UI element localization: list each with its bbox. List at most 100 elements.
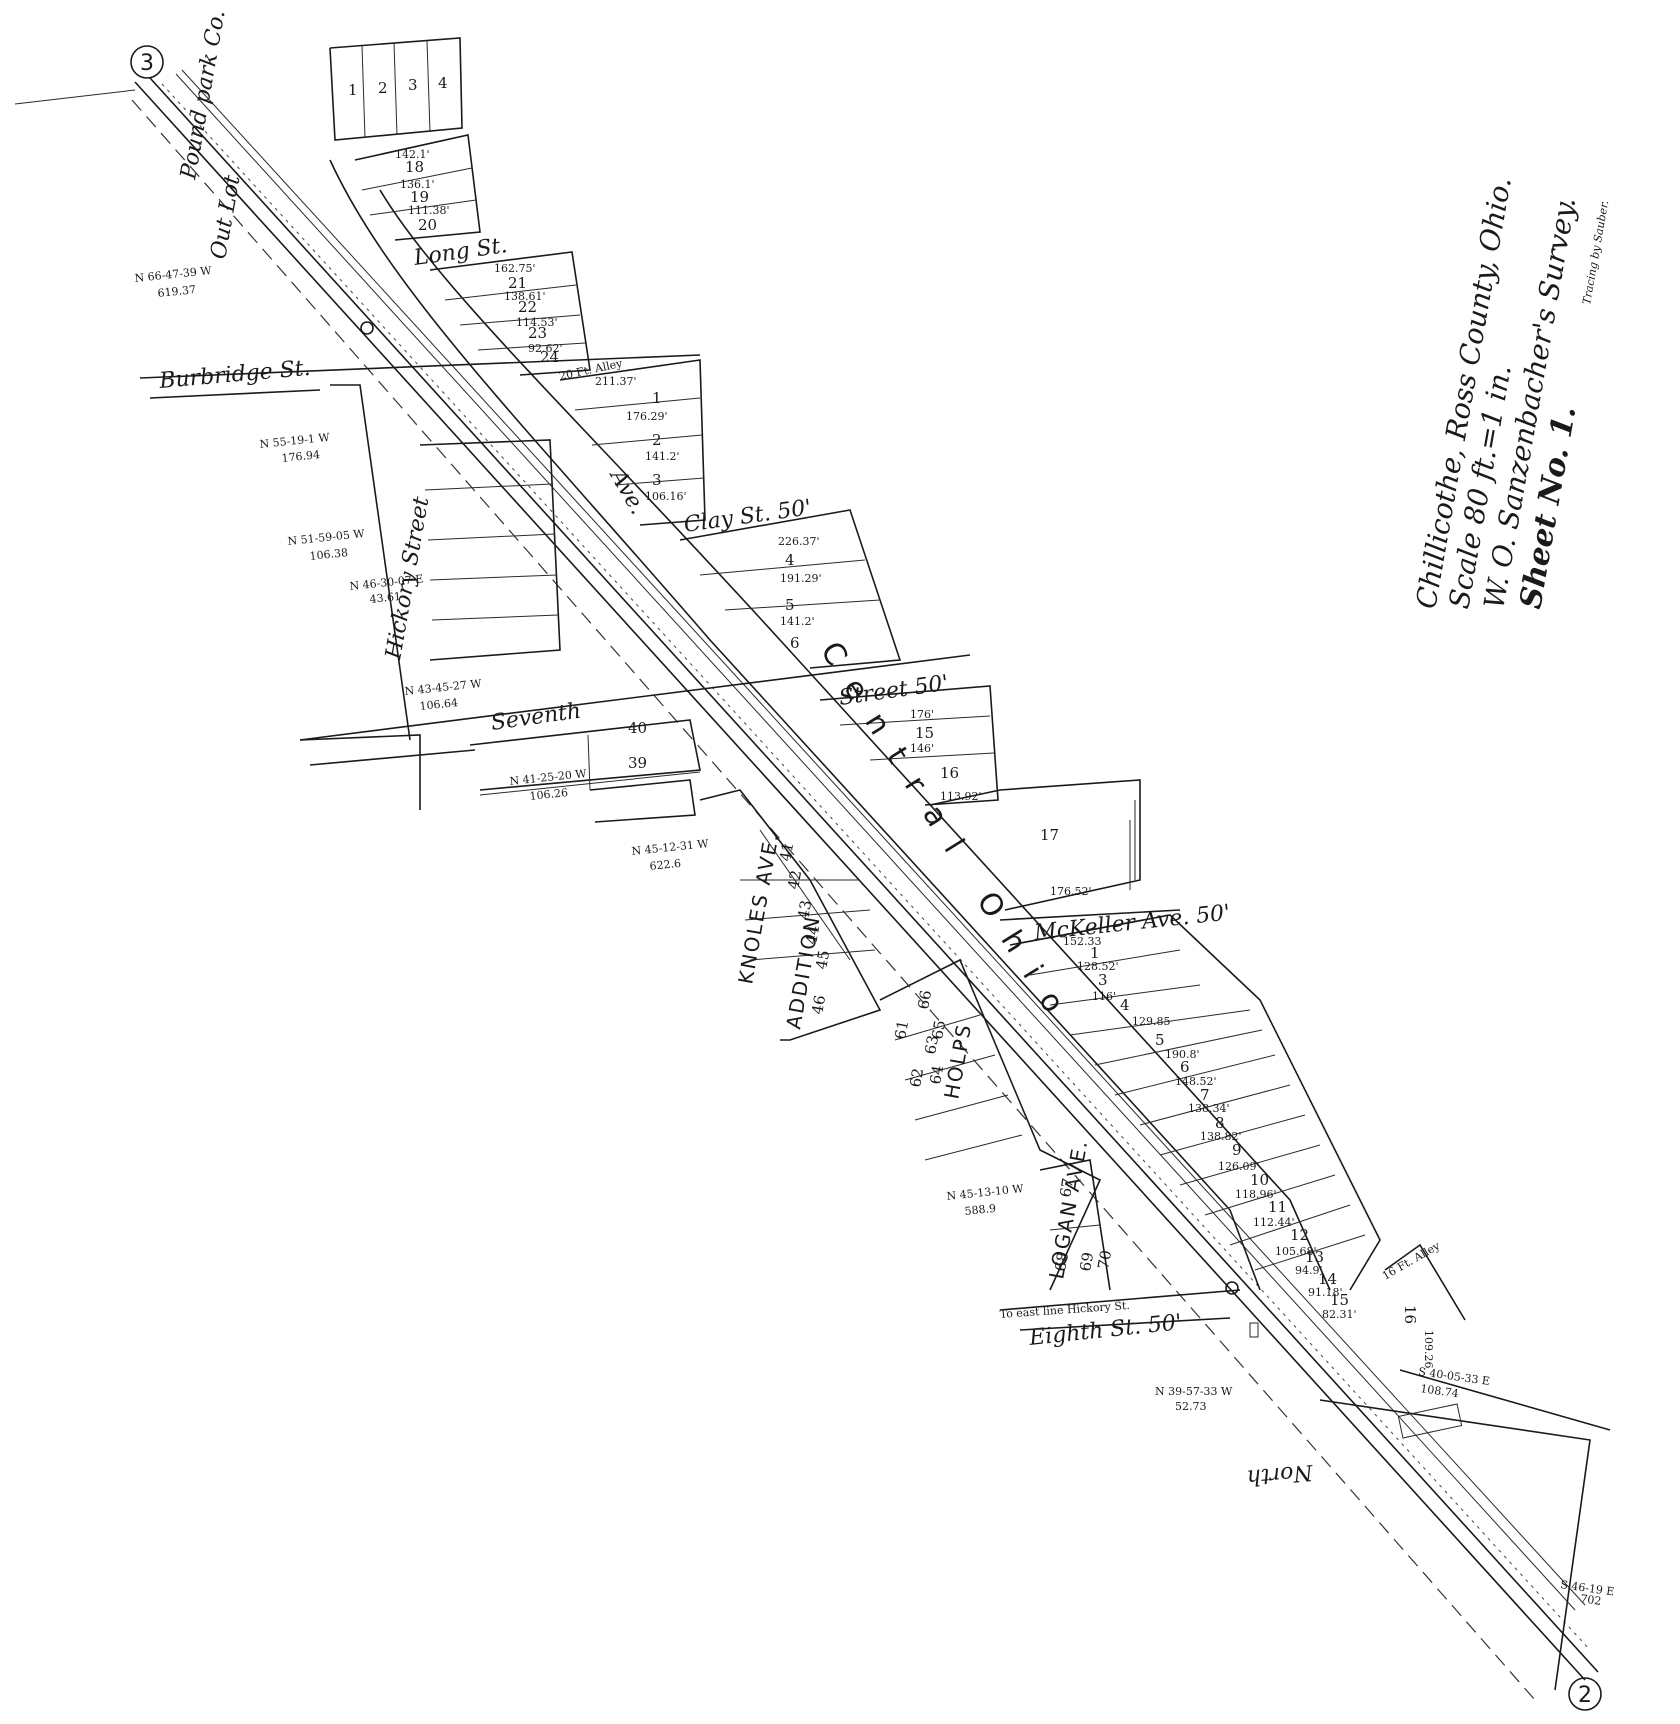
lot-dim: 114.53'	[516, 316, 558, 329]
lot-label: 2	[652, 431, 662, 449]
lot-dim: 142.1'	[395, 148, 430, 161]
bearing-dist: 622.6	[649, 857, 682, 873]
lot-dim: 141.2'	[645, 450, 680, 463]
street-seventh: Seventh	[489, 699, 582, 736]
lot-dim: 148.52'	[1175, 1075, 1217, 1088]
lot-label: 69	[1076, 1251, 1097, 1273]
central-ohio-road	[329, 159, 1331, 1291]
lot-dim: 211.37'	[595, 375, 637, 388]
lot-dim: 138.61'	[504, 290, 546, 303]
label-out-lot: Out Lot	[206, 173, 245, 261]
lot-label: 4	[438, 74, 448, 92]
lot-label: 12	[1290, 1226, 1309, 1244]
lot-label: 63	[921, 1034, 942, 1056]
lot-label: 67	[1056, 1177, 1077, 1199]
lot-dim: 162.75'	[494, 262, 536, 275]
lot-dim: 176.29'	[626, 410, 668, 423]
lot-label: 4	[1120, 996, 1130, 1014]
lot-label: 20	[418, 216, 437, 234]
lot-label: 1	[348, 81, 358, 99]
lot-label: 41	[776, 841, 797, 863]
block-lots-21-24	[429, 251, 591, 376]
lot-dim: 92.62'	[528, 342, 563, 355]
lot-dim: 138.34'	[1188, 1102, 1230, 1115]
lot-dim: 191.29'	[780, 572, 822, 585]
lot-label: 42	[784, 869, 805, 891]
lot-label: 44	[802, 924, 823, 946]
lot-label: 13	[1305, 1248, 1324, 1266]
title-credit: Tracing by Sauber.	[1580, 199, 1611, 305]
block-street-15-17	[819, 685, 1141, 911]
label-north: North	[1246, 1459, 1315, 1490]
lot-label: 5	[785, 596, 795, 614]
bearing-dist: 106.64	[419, 696, 459, 713]
lot-label: 68	[1051, 1251, 1072, 1273]
bearing-label: N 39-57-33 W	[1155, 1385, 1233, 1398]
lot-dim: 111.38'	[408, 204, 450, 217]
lot-label: 9	[1232, 1141, 1242, 1159]
lot-label: 17	[1040, 826, 1059, 844]
lot-dim: 116'	[1092, 990, 1116, 1003]
sheet-marker-start-label: 3	[140, 51, 154, 76]
lots-knoles: 41 42 43 44 45 46	[776, 841, 833, 1016]
bearing-label: N 66-47-39 W	[134, 264, 213, 285]
bearing-label: N 45-12-31 W	[631, 837, 710, 858]
bearing-label: N 43-45-27 W	[404, 677, 483, 698]
block-clay-1-6	[559, 359, 902, 669]
bearing-dist: 106.26	[529, 786, 569, 803]
lot-dim: 176'	[910, 708, 934, 721]
street-alley-16: 16 Ft. Alley	[1380, 1239, 1443, 1283]
lot-label: 6	[1180, 1058, 1190, 1076]
bearing-dist: 106.38	[309, 546, 349, 563]
bearing-dist: 619.37	[157, 283, 197, 300]
lot-dim: 138.82'	[1200, 1130, 1242, 1143]
lot-label: 1	[652, 389, 662, 407]
lot-dim: 152.33	[1063, 935, 1102, 948]
lot-dim: 129.85	[1132, 1015, 1171, 1028]
lot-label: 22	[518, 298, 537, 316]
lots-upper-left: 1 2 3 4 18 142.1' 19 136.1' 20 111.38' 2…	[348, 74, 563, 366]
lot-dim: 126.09'	[1218, 1160, 1260, 1173]
lot-dim: 176.52'	[1050, 885, 1092, 898]
lot-label: 1	[1090, 944, 1100, 962]
label-pound-park: Pound park Co.	[176, 8, 231, 182]
lots-street: 176' 15 146' 16 113.92' 17 176.52'	[910, 708, 1092, 898]
lot-dim: 141.2'	[780, 615, 815, 628]
lots-holps: 61 62 63 64 65 66 67 68 69 70	[891, 989, 1115, 1273]
lot-label: 4	[785, 551, 795, 569]
railroad-corridor	[14, 69, 1599, 1701]
bearing-label: N 45-13-10 W	[946, 1182, 1025, 1203]
lot-label: 14	[1318, 1270, 1337, 1288]
lot-dim: 136.1'	[400, 178, 435, 191]
lot-dim: 146'	[910, 742, 934, 755]
lot-dim: 128.52'	[1077, 960, 1119, 973]
lot-dim: 113.92'	[940, 790, 982, 803]
lot-label: 2	[378, 79, 388, 97]
bearing-dist: 52.73	[1175, 1400, 1207, 1413]
lot-label: 19	[410, 188, 429, 206]
lot-label: 18	[405, 158, 424, 176]
sheet-marker-start: 3	[130, 45, 164, 79]
sheet-marker-end: 2	[1568, 1677, 1602, 1711]
lot-label: 15	[1330, 1291, 1349, 1309]
cross-streets	[139, 354, 1611, 1691]
bearing-dist: 702	[1580, 1592, 1603, 1608]
lots-mckeller: 152.33 1 128.52' 3 116' 4 129.85 5 190.8…	[1063, 935, 1435, 1369]
lot-label: 11	[1268, 1198, 1287, 1216]
lot-label: 62	[906, 1067, 927, 1089]
bearing-label: N 51-59-05 W	[287, 527, 366, 548]
street-knoles: KNOLES AVE.	[733, 830, 783, 986]
bearing-dist: 588.9	[964, 1202, 997, 1218]
control-points	[360, 321, 1463, 1439]
lots-clay: 211.37' 1 176.29' 2 141.2' 3 106.16' 226…	[595, 375, 822, 652]
lot-label: 66	[914, 989, 935, 1011]
lot-label: 45	[812, 949, 833, 971]
lot-label: 46	[808, 994, 829, 1016]
bearing-dist: 43.61	[369, 590, 402, 606]
lots-seventh: 40 39	[628, 719, 647, 772]
street-burbridge: Burbridge St.	[157, 356, 311, 394]
lot-dim: 112.44'	[1253, 1216, 1295, 1229]
block-hickory	[299, 384, 561, 810]
lot-label: 21	[508, 274, 527, 292]
